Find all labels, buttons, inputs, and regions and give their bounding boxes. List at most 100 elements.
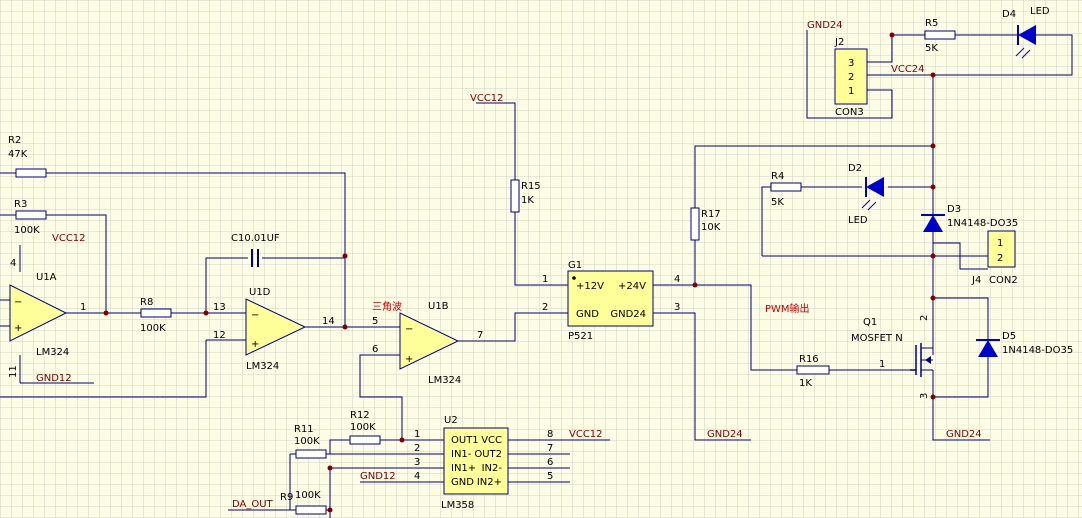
d2-label: LED <box>848 215 868 226</box>
junction-dots <box>103 32 936 513</box>
g1-pin3-label: GND24 <box>610 309 646 320</box>
g1-ref: G1 <box>568 260 582 271</box>
net-label-gnd12: GND12 <box>360 471 396 482</box>
g1-pin1-label: +12V <box>576 281 604 292</box>
u2-left-num-0: 1 <box>414 429 420 440</box>
r15-ref: R15 <box>521 181 541 192</box>
q1-pin1: 1 <box>879 359 885 370</box>
u1d-pin-in-a: 13 <box>213 302 226 313</box>
q1-part: MOSFET N <box>851 333 903 344</box>
u1d-ref: U1D <box>249 287 271 298</box>
j2-ref: J2 <box>834 37 844 48</box>
net-label-gnd24: GND24 <box>707 429 743 440</box>
opamp-u1d[interactable]: − + U1D LM324 13 12 14 <box>213 287 335 372</box>
r4-value: 5K <box>771 197 784 208</box>
svg-text:−: − <box>251 310 259 321</box>
d5-ref: D5 <box>1002 331 1016 342</box>
resistor-r11[interactable]: R11 100K <box>294 424 327 459</box>
optocoupler-g1[interactable]: G1 P521 +12V GND GND24 +24V 1 2 3 4 <box>542 260 680 342</box>
r3-ref: R3 <box>14 199 27 210</box>
r12-ref: R12 <box>350 410 370 421</box>
r8-value: 100K <box>140 323 166 334</box>
r8-ref: R8 <box>140 297 153 308</box>
g1-pin2-num: 2 <box>542 302 548 313</box>
resistor-r15[interactable]: R15 1K <box>510 179 541 213</box>
u2-right-pin-2: IN2- <box>482 463 503 474</box>
net-label-vcc12: VCC12 <box>52 233 86 244</box>
connector-j4[interactable]: J4 CON2 1 2 <box>971 230 1018 286</box>
resistor-r3[interactable]: R3 100K <box>14 199 47 236</box>
resistor-r17[interactable]: R17 10K <box>690 207 721 241</box>
junction-dot <box>930 295 936 301</box>
u2-right-num-2: 6 <box>547 457 553 468</box>
net-label-vcc12: VCC12 <box>470 93 504 104</box>
u2-right-num-3: 5 <box>547 471 553 482</box>
junction-dot <box>889 32 895 38</box>
u2-left-pin-3: GND <box>451 477 474 488</box>
u1a-pin-out: 1 <box>80 302 86 313</box>
d5-part: 1N4148-DO35 <box>1002 345 1073 356</box>
junction-dot <box>930 253 936 259</box>
j4-pin-0: 1 <box>997 238 1003 249</box>
connector-j2[interactable]: J2 CON3 3 2 1 <box>834 37 868 118</box>
opamp-u2[interactable]: U2 LM358 OUT1 IN1- IN1+ GND VCC OUT2 IN2… <box>414 415 553 511</box>
junction-dot <box>692 282 698 288</box>
g1-part: P521 <box>568 331 593 342</box>
opamp-u1b[interactable]: − + U1B LM324 5 6 7 <box>372 301 483 386</box>
junction-dot <box>342 324 348 330</box>
d4-ref: D4 <box>1002 9 1016 20</box>
r9-value: 100K <box>295 490 321 501</box>
u1d-part: LM324 <box>246 361 279 372</box>
resistor-r8[interactable]: R8 100K <box>140 297 172 334</box>
net-label-da-out: DA_OUT <box>232 499 274 510</box>
r2-ref: R2 <box>8 135 21 146</box>
g1-pin3-num: 3 <box>674 302 680 313</box>
diode-d3[interactable]: D3 1N4148-DO35 <box>921 204 1018 232</box>
junction-dot <box>342 253 348 259</box>
annotation-pwm-output: PWM输出 <box>765 302 810 315</box>
u1a-part: LM324 <box>36 347 69 358</box>
u2-left-pin-2: IN1+ <box>451 463 476 474</box>
net-label-gnd24: GND24 <box>946 429 982 440</box>
mosfet-q1[interactable]: Q1 MOSFET N 1 2 3 <box>851 315 934 399</box>
q1-pin2: 2 <box>919 315 930 321</box>
r16-ref: R16 <box>799 354 819 365</box>
opamp-u1a[interactable]: − + U1A LM324 4 1 11 <box>8 258 86 378</box>
r17-value: 10K <box>701 222 721 233</box>
resistor-r4[interactable]: R4 5K <box>770 171 802 208</box>
junction-dot <box>399 437 405 443</box>
u2-right-pin-0: VCC <box>481 435 502 446</box>
j4-pin-1: 2 <box>997 253 1003 264</box>
u2-left-num-1: 2 <box>414 443 420 454</box>
u2-left-num-2: 3 <box>414 457 420 468</box>
d3-ref: D3 <box>947 204 961 215</box>
q1-ref: Q1 <box>863 317 877 328</box>
g1-pin2-label: GND <box>576 309 599 320</box>
d3-part: 1N4148-DO35 <box>947 218 1018 229</box>
net-label-gnd24: GND24 <box>807 20 843 31</box>
junction-dot <box>327 507 333 513</box>
j2-pin-0: 3 <box>848 58 854 69</box>
resistor-r9[interactable]: R9 100K <box>280 490 327 515</box>
j2-part: CON3 <box>835 107 864 118</box>
resistor-r2[interactable]: R2 47K <box>8 135 47 178</box>
svg-text:+: + <box>405 354 413 365</box>
resistor-r16[interactable]: R16 1K <box>796 354 830 389</box>
u1b-part: LM324 <box>428 375 461 386</box>
u1a-ref: U1A <box>36 272 57 283</box>
q1-pin3: 3 <box>919 393 930 399</box>
led-d4[interactable]: D4 LED <box>1002 6 1050 59</box>
resistor-r5[interactable]: R5 5K <box>924 18 956 54</box>
capacitor-c1[interactable]: C10.01UF <box>231 233 280 267</box>
u1b-ref: U1B <box>428 301 449 312</box>
svg-text:+: + <box>251 339 259 350</box>
junction-dot <box>103 310 109 316</box>
r4-ref: R4 <box>771 171 784 182</box>
r9-ref: R9 <box>280 492 293 503</box>
u1d-pin-out: 14 <box>322 316 335 327</box>
junction-dot <box>327 465 333 471</box>
resistor-r12[interactable]: R12 100K <box>349 410 381 445</box>
diode-d5[interactable]: D5 1N4148-DO35 <box>976 331 1073 357</box>
u2-ref: U2 <box>444 415 458 426</box>
led-d2[interactable]: D2 LED <box>848 163 884 226</box>
